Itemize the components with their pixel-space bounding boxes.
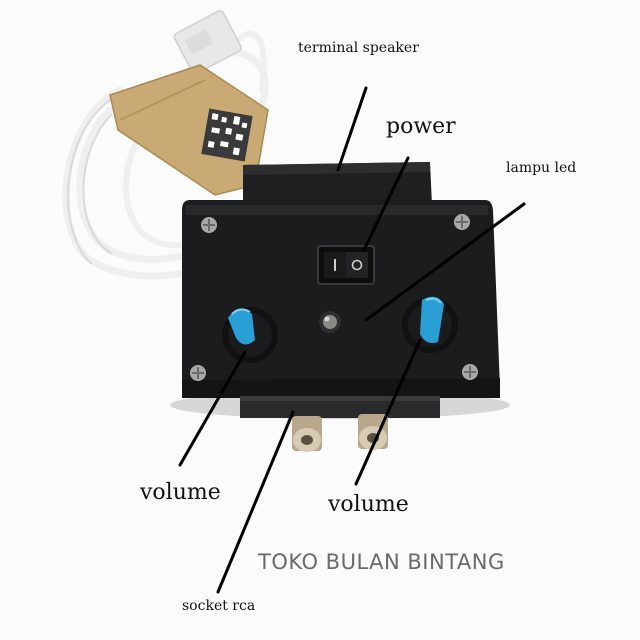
terminal-speaker-housing (243, 162, 432, 208)
cable-shadow (67, 93, 121, 265)
power-switch-icon (317, 245, 375, 285)
led-icon (319, 311, 341, 333)
device-body (182, 200, 500, 398)
label-terminal-speaker: terminal speaker (298, 40, 419, 56)
label-volume-right: volume (328, 492, 409, 517)
leader-volume-right (354, 338, 422, 486)
label-socket-rca: socket rca (182, 598, 256, 614)
rca-socket-left-icon (292, 416, 322, 452)
leader-terminal-speaker (336, 86, 368, 172)
label-volume-left: volume (140, 480, 221, 505)
watermark-text: TOKO BULAN BINTANG (258, 550, 505, 574)
cable-tape-icon (109, 64, 269, 196)
leader-power (362, 156, 410, 252)
volume-knob-left-icon (222, 307, 278, 363)
label-power: power (386, 114, 456, 139)
usb-plug-icon (173, 10, 242, 75)
label-lampu-led: lampu led (506, 160, 577, 176)
screw-icon (190, 214, 478, 381)
leader-socket-rca (216, 410, 295, 594)
volume-knob-right-icon (402, 296, 458, 353)
rca-socket-panel (240, 396, 440, 418)
annotation-lines (178, 86, 526, 594)
leader-volume-left (178, 350, 247, 467)
leader-lampu-led (364, 202, 526, 322)
